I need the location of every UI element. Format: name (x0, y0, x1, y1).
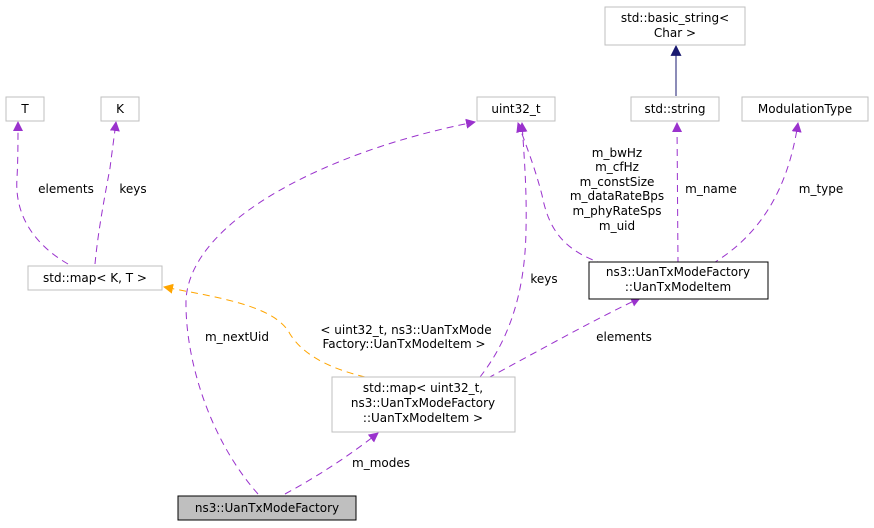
node-label: T (20, 102, 29, 116)
edge-map-uint-to-map-kt (163, 283, 366, 378)
node-label: ::UanTxModeItem > (363, 411, 483, 425)
edge-label-template-args: Factory::UanTxModeItem > (322, 337, 485, 351)
node-T[interactable]: T (5, 96, 45, 122)
node-uan-tx-mode-factory[interactable]: ns3::UanTxModeFactory (177, 495, 357, 521)
edge-label-m-name: m_name (685, 182, 737, 196)
node-label: std::basic_string< (621, 11, 729, 25)
edge-labels: elements keys m_bwHz m_cfHz m_constSize … (38, 146, 843, 470)
edge-label-keys-uint: keys (530, 272, 557, 286)
node-uan-tx-mode-item[interactable]: ns3::UanTxModeFactory ::UanTxModeItem (588, 261, 769, 300)
node-label: ns3::UanTxModeFactory (351, 396, 495, 410)
node-label: std::map< K, T > (43, 271, 147, 285)
node-label: std::string (644, 102, 705, 116)
edge-factory-to-uint32 (185, 118, 476, 495)
node-label: ns3::UanTxModeFactory (195, 501, 339, 515)
edges (12, 44, 802, 495)
edge-map-uint-to-uint32 (479, 122, 528, 378)
edge-label-elements-item: elements (596, 330, 652, 344)
edge-label-item-fields: m_constSize (580, 175, 655, 189)
node-label: uint32_t (491, 102, 541, 116)
edge-label-item-fields: m_bwHz (592, 146, 642, 160)
node-uint32-t[interactable]: uint32_t (476, 96, 556, 122)
node-std-string[interactable]: std::string (630, 96, 720, 122)
edge-map-to-T (12, 121, 69, 265)
edge-label-m-type: m_type (799, 182, 844, 196)
edge-map-to-K (94, 121, 120, 265)
edge-label-item-fields: m_cfHz (595, 160, 639, 174)
node-label: Char > (654, 26, 696, 40)
node-label: ns3::UanTxModeFactory (606, 265, 750, 279)
edge-factory-to-map-uint (284, 432, 379, 495)
edge-label-elements-T: elements (38, 182, 94, 196)
node-label: ModulationType (758, 102, 852, 116)
node-std-map-uint32[interactable]: std::map< uint32_t, ns3::UanTxModeFactor… (331, 376, 516, 433)
edge-map-uint-to-item (487, 297, 641, 379)
edge-item-to-modulation (711, 122, 802, 265)
node-label: ::UanTxModeItem (625, 280, 731, 294)
edge-label-m-nextUid: m_nextUid (205, 330, 269, 344)
node-K[interactable]: K (100, 96, 140, 122)
edge-label-template-args: < uint32_t, ns3::UanTxMode (320, 323, 491, 337)
node-label: K (116, 102, 125, 116)
node-basic-string[interactable]: std::basic_string< Char > (604, 6, 746, 46)
edge-label-item-fields: m_dataRateBps (570, 189, 664, 203)
node-modulation-type[interactable]: ModulationType (741, 96, 869, 122)
edge-label-keys-K: keys (119, 182, 146, 196)
node-std-map-kt[interactable]: std::map< K, T > (27, 265, 163, 291)
edge-item-to-uint32 (516, 122, 605, 265)
edge-item-to-std-string (672, 122, 683, 265)
edge-label-item-fields: m_phyRateSps (572, 204, 661, 218)
node-label: std::map< uint32_t, (363, 381, 483, 395)
edge-label-item-fields: m_uid (599, 219, 635, 233)
edge-label-m-modes: m_modes (352, 456, 410, 470)
